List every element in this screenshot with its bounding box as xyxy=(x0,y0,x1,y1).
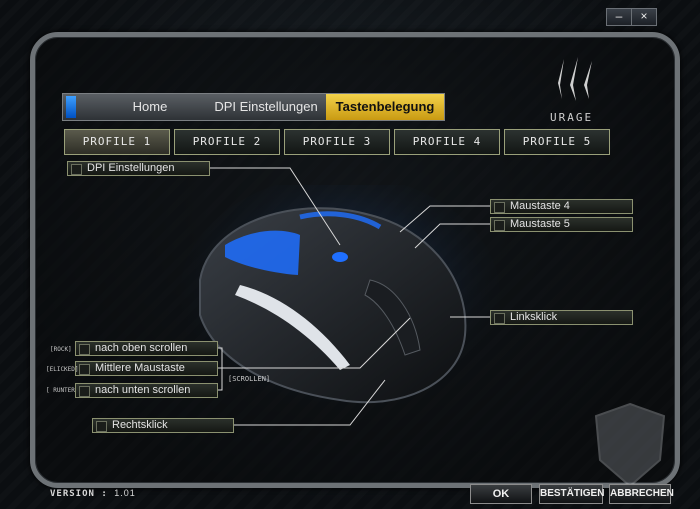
profile-tab-5[interactable]: PROFILE 5 xyxy=(504,129,610,155)
tab-home[interactable]: Home xyxy=(132,99,168,114)
dpi-settings-label[interactable]: DPI Einstellungen xyxy=(67,161,210,176)
urage-logo: URAGE xyxy=(550,57,593,124)
nav-accent xyxy=(66,96,76,118)
checkbox-icon xyxy=(79,344,90,355)
close-button[interactable]: × xyxy=(631,8,657,26)
cancel-button[interactable]: ABBRECHEN xyxy=(609,484,674,504)
scroll-up-label[interactable]: nach oben scrollen xyxy=(75,341,218,356)
checkbox-icon xyxy=(79,386,90,397)
hint-clicked: [ELICKED] xyxy=(46,366,79,373)
checkbox-icon xyxy=(494,202,505,213)
hint-scrollen: [SCROLLEN] xyxy=(228,375,271,383)
profile-tab-1[interactable]: PROFILE 1 xyxy=(64,129,170,155)
checkbox-icon xyxy=(494,220,505,231)
profile-tab-2[interactable]: PROFILE 2 xyxy=(174,129,280,155)
left-click-label[interactable]: Linksklick xyxy=(490,310,633,325)
version-info: VERSION : 1.01 xyxy=(50,488,136,499)
scroll-down-label[interactable]: nach unten scrollen xyxy=(75,383,218,398)
hint-rock: [ROCK] xyxy=(50,346,72,353)
mouse-button-4-label[interactable]: Maustaste 4 xyxy=(490,199,633,214)
tab-dpi-settings[interactable]: DPI Einstellungen xyxy=(214,99,318,114)
version-value: 1.01 xyxy=(114,488,136,498)
checkbox-icon xyxy=(71,164,82,175)
ok-button[interactable]: OK xyxy=(470,484,532,504)
minimize-button[interactable]: – xyxy=(606,8,632,26)
right-click-label[interactable]: Rechtsklick xyxy=(92,418,234,433)
mouse-button-5-label[interactable]: Maustaste 5 xyxy=(490,217,633,232)
mouse-illustration xyxy=(180,185,500,415)
middle-button-label[interactable]: Mittlere Maustaste xyxy=(75,361,218,376)
version-label: VERSION : xyxy=(50,489,108,499)
watermark-shield-icon xyxy=(594,402,666,488)
profile-tab-4[interactable]: PROFILE 4 xyxy=(394,129,500,155)
confirm-button[interactable]: BESTÄTIGEN xyxy=(539,484,604,504)
hint-runter: [ RUNTER xyxy=(46,387,75,394)
checkbox-icon xyxy=(79,364,90,375)
checkbox-icon xyxy=(494,313,505,324)
tab-key-assignment[interactable]: Tastenbelegung xyxy=(326,94,444,120)
profile-tab-3[interactable]: PROFILE 3 xyxy=(284,129,390,155)
checkbox-icon xyxy=(96,421,107,432)
logo-text: URAGE xyxy=(550,111,593,124)
